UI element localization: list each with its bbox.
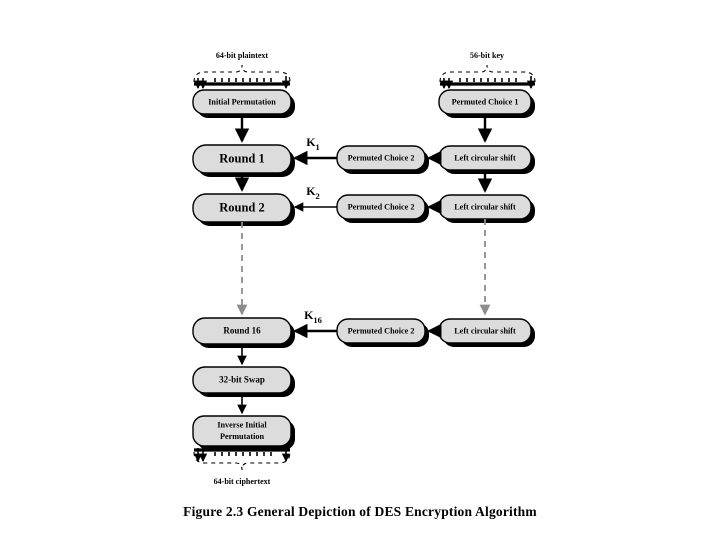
plaintext-bracket [193, 64, 291, 83]
lcs2-label: Left circular shift [454, 202, 516, 211]
box-initial-permutation[interactable]: Initial Permutation [192, 89, 295, 118]
key-label: 56-bit key [470, 51, 504, 60]
ciphertext-bracket [193, 451, 291, 471]
box-permuted-choice-2-round1[interactable]: Permuted Choice 2 [336, 145, 429, 174]
box-round-1[interactable]: Round 1 [192, 144, 295, 177]
round-16-label: Round 16 [223, 326, 261, 336]
initial-permutation-label: Initial Permutation [208, 97, 276, 106]
swap-label: 32-bit Swap [219, 375, 265, 385]
ciphertext-label: 64-bit ciphertext [214, 477, 271, 486]
lcs16-label: Left circular shift [454, 326, 516, 335]
pc2-2-label: Permuted Choice 2 [348, 202, 415, 211]
subkey-k2-base: K [306, 184, 316, 198]
subkey-k1-sub: 1 [316, 142, 320, 152]
box-permuted-choice-2-round16[interactable]: Permuted Choice 2 [336, 318, 429, 347]
plaintext-label: 64-bit plaintext [216, 51, 269, 60]
subkey-k1: K1 [306, 135, 320, 152]
box-left-circular-shift-2[interactable]: Left circular shift [438, 194, 535, 223]
ciphertext-bus-ticks [214, 452, 272, 456]
subkey-k1-base: K [306, 135, 316, 149]
box-inverse-initial-permutation[interactable]: Inverse Initial Permutation [192, 415, 295, 450]
pc2-16-label: Permuted Choice 2 [348, 326, 415, 335]
inverse-permutation-rect [192, 415, 292, 447]
box-permuted-choice-1[interactable]: Permuted Choice 1 [438, 89, 535, 118]
subkey-k16: K16 [304, 308, 322, 325]
box-left-circular-shift-1[interactable]: Left circular shift [438, 145, 535, 174]
subkey-k16-sub: 16 [313, 315, 322, 325]
subkey-k16-base: K [304, 308, 314, 322]
box-32-bit-swap[interactable]: 32-bit Swap [192, 366, 295, 397]
ciphertext-output-group: 64-bit ciphertext [193, 448, 291, 486]
lcs1-label: Left circular shift [454, 153, 516, 162]
round-2-label: Round 2 [219, 200, 265, 214]
key-bracket [439, 64, 536, 83]
key-bus-ticks [459, 78, 517, 82]
box-round-16[interactable]: Round 16 [192, 317, 295, 348]
figure-caption: Figure 2.3 General Depiction of DES Encr… [183, 504, 537, 519]
inverse-permutation-label-line2: Permutation [220, 432, 265, 441]
plaintext-bus-ticks [214, 78, 272, 82]
pc2-1-label: Permuted Choice 2 [348, 153, 415, 162]
plaintext-input-group: 64-bit plaintext [193, 51, 291, 89]
box-round-2[interactable]: Round 2 [192, 193, 295, 226]
subkey-k2-sub: 2 [316, 191, 320, 201]
permuted-choice-1-label: Permuted Choice 1 [452, 97, 519, 106]
key-input-group: 56-bit key [439, 51, 536, 89]
round-1-label: Round 1 [219, 151, 265, 165]
box-left-circular-shift-16[interactable]: Left circular shift [438, 318, 535, 347]
subkey-k2: K2 [306, 184, 320, 201]
inverse-permutation-label-line1: Inverse Initial [217, 420, 267, 429]
box-permuted-choice-2-round2[interactable]: Permuted Choice 2 [336, 194, 429, 223]
